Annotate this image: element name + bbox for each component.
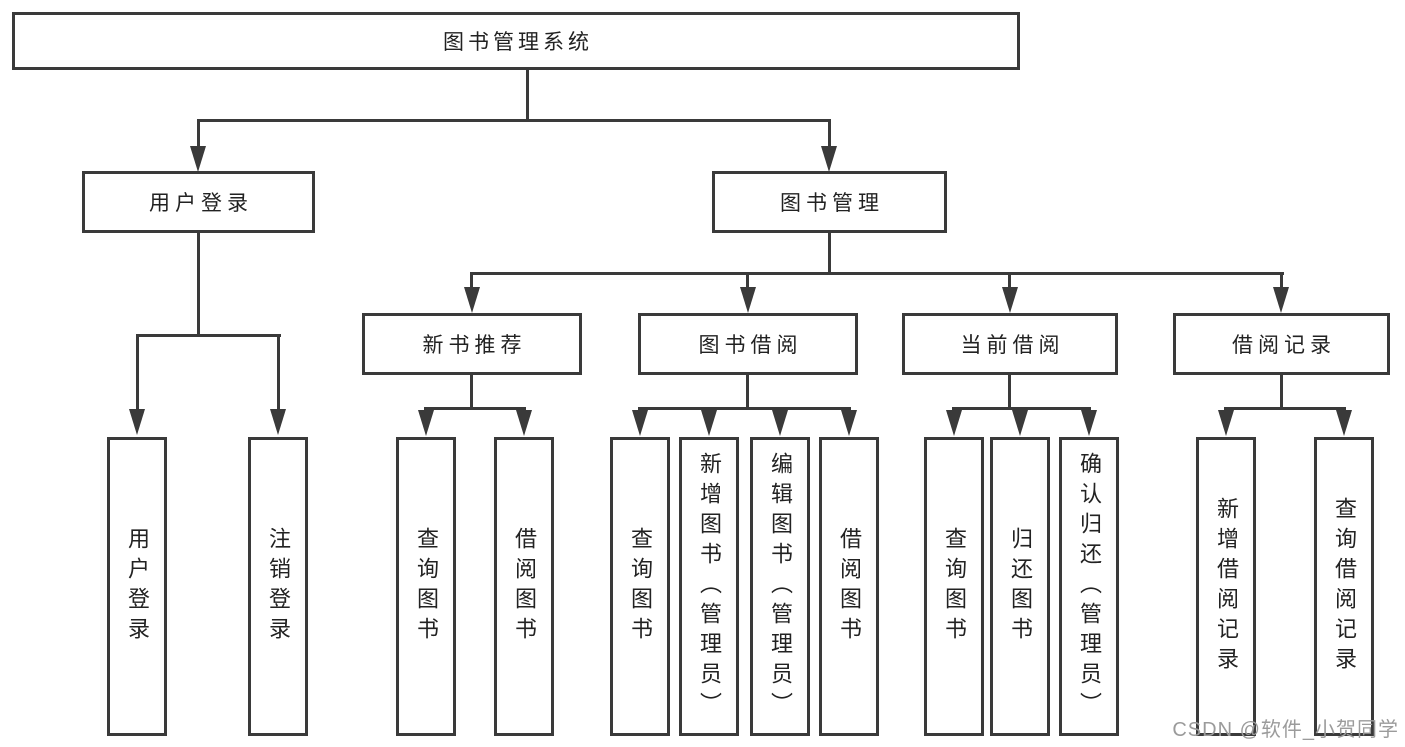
leaf-newbook-borrow-books: 借阅图书 [494,437,554,736]
connector-current-borrow-branch [952,407,1091,410]
arrowhead-down-icon [821,146,837,172]
arrowhead-down-icon [516,410,532,436]
arrowhead-down-icon [129,409,145,435]
csdn-watermark: CSDN @软件_小贺同学 [1172,719,1399,741]
arrowhead-down-icon [772,410,788,436]
connector-drop-new-book [470,275,473,289]
connector-new-book-branch [424,407,526,410]
leaf-label: 注销登录 [266,526,291,647]
arrowhead-down-icon [632,410,648,436]
connector-drop-current-borrow [1008,275,1011,289]
connector-drop-borrow-records [1280,275,1283,289]
leaf-user-login: 用户登录 [107,437,167,736]
connector-drop-user-login [197,122,200,148]
connector-drop-leaf [136,337,139,409]
leaf-current-return-books: 归还图书 [990,437,1050,736]
leaf-label: 新增图书（管理员） [697,451,722,722]
leaf-current-query-books: 查询图书 [924,437,984,736]
connector-book-borrow-stub [746,375,749,410]
leaf-label: 新增借阅记录 [1214,496,1239,677]
leaf-label: 查询图书 [942,526,967,647]
connector-book-borrow-branch [638,407,851,410]
arrowhead-down-icon [1002,287,1018,313]
leaf-label: 查询图书 [414,526,439,647]
arrowhead-down-icon [418,410,434,436]
connector-borrow-records-branch [1224,407,1346,410]
leaf-borrow-borrow-books: 借阅图书 [819,437,879,736]
arrowhead-down-icon [464,287,480,313]
leaf-records-add-record: 新增借阅记录 [1196,437,1256,736]
node-borrow-records: 借阅记录 [1173,313,1390,375]
leaf-label: 归还图书 [1008,526,1033,647]
leaf-logout-login: 注销登录 [248,437,308,736]
arrowhead-down-icon [841,410,857,436]
leaf-records-query-record: 查询借阅记录 [1314,437,1374,736]
arrowhead-down-icon [1081,410,1097,436]
node-user-login: 用户登录 [82,171,315,233]
connector-root-branch [197,119,831,122]
arrowhead-down-icon [1012,410,1028,436]
node-book-management: 图书管理 [712,171,947,233]
connector-book-management-branch [470,272,1284,275]
leaf-borrow-add-books-admin: 新增图书（管理员） [679,437,739,736]
connector-user-login-stub [197,233,200,337]
connector-drop-book-borrow [746,275,749,289]
arrowhead-down-icon [1218,410,1234,436]
connector-root-stub [526,70,529,122]
connector-drop-book-management [828,122,831,148]
arrowhead-down-icon [701,410,717,436]
arrowhead-down-icon [1336,410,1352,436]
leaf-label: 借阅图书 [837,526,862,647]
node-current-borrow: 当前借阅 [902,313,1118,375]
leaf-borrow-edit-books-admin: 编辑图书（管理员） [750,437,810,736]
arrowhead-down-icon [270,409,286,435]
connector-drop-leaf [277,337,280,409]
arrowhead-down-icon [740,287,756,313]
arrowhead-down-icon [1273,287,1289,313]
leaf-label: 确认归还（管理员） [1077,451,1102,722]
connector-user-login-branch [136,334,281,337]
leaf-label: 编辑图书（管理员） [768,451,793,722]
arrowhead-down-icon [946,410,962,436]
leaf-label: 查询图书 [628,526,653,647]
leaf-newbook-query-books: 查询图书 [396,437,456,736]
node-new-book-recommend: 新书推荐 [362,313,582,375]
leaf-current-confirm-return-admin: 确认归还（管理员） [1059,437,1119,736]
leaf-label: 查询借阅记录 [1332,496,1357,677]
connector-borrow-records-stub [1280,375,1283,410]
leaf-borrow-query-books: 查询图书 [610,437,670,736]
node-book-borrow: 图书借阅 [638,313,858,375]
node-library-management-system: 图书管理系统 [12,12,1020,70]
connector-new-book-stub [470,375,473,410]
leaf-label: 用户登录 [125,526,150,647]
leaf-label: 借阅图书 [512,526,537,647]
arrowhead-down-icon [190,146,206,172]
connector-book-management-stub [828,233,831,275]
connector-current-borrow-stub [1008,375,1011,410]
